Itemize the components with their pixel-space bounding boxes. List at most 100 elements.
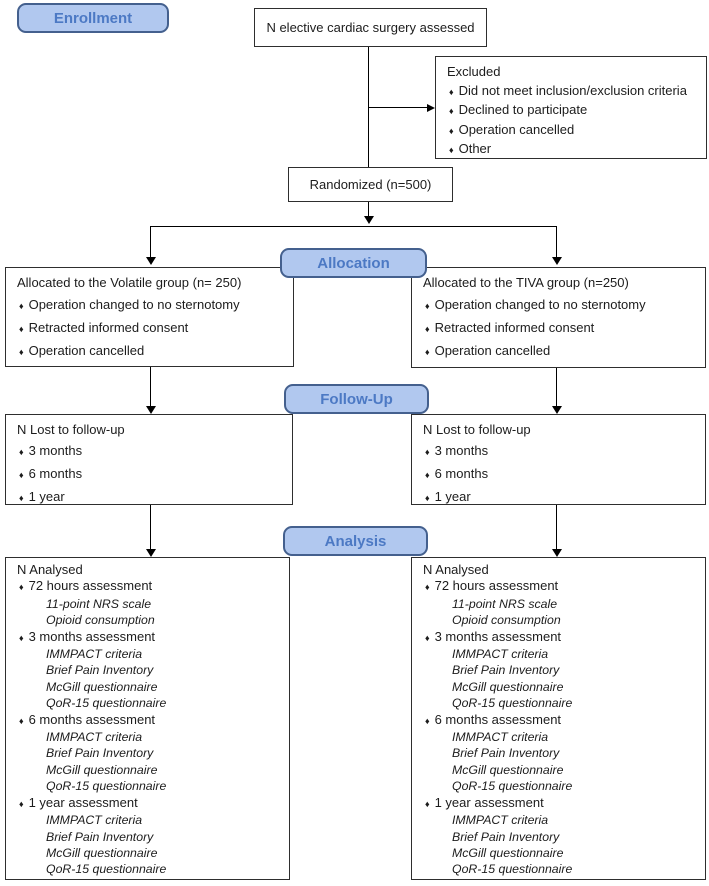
connector-tiva-to-followup — [556, 368, 558, 406]
excluded-box-lines: Excluded ♦Did not meet inclusion/exclusio… — [436, 57, 706, 160]
arrowhead-split-icon — [363, 216, 374, 224]
box-heading: N Analysed — [17, 562, 83, 577]
bullet-diamond-icon: ♦ — [425, 301, 430, 311]
bullet-text: 3 months assessment — [28, 628, 156, 644]
bullet-text: 72 hours assessment — [434, 578, 559, 594]
connector-split-to-volatile — [150, 226, 152, 257]
bullet-line: ♦Did not meet inclusion/exclusion criter… — [447, 82, 700, 102]
allocation-stage-label: Allocation — [280, 248, 427, 278]
arrowhead-followup-left-icon — [145, 406, 156, 414]
bullet-text: 6 months — [28, 466, 83, 481]
bullet-diamond-icon: ♦ — [19, 582, 24, 593]
analysis-tiva-box: N Analysed ♦ 72 hours assessment 11-point N… — [411, 557, 706, 880]
bullet-diamond-icon: ♦ — [449, 106, 454, 117]
sub-item-line: QoR-15 questionnaire — [46, 862, 167, 877]
randomized-box-text: Randomized (n=500) — [309, 177, 432, 192]
analysis-tiva-lines: N Analysed ♦ 72 hours assessment 11-point N… — [412, 558, 705, 878]
bullet-text: 6 months assessment — [434, 711, 562, 727]
bullet-line: ♦ 6 months assessment — [423, 712, 699, 729]
allocation-tiva-lines: Allocated to the TIVA group (n=250)♦Oper… — [412, 268, 705, 363]
followup-tiva-lines: N Lost to follow-up♦3 months♦6 months♦1 … — [412, 415, 705, 509]
bullet-diamond-icon: ♦ — [425, 347, 430, 357]
sub-item-line: IMMPACT criteria — [452, 730, 549, 745]
bullet-diamond-icon: ♦ — [449, 125, 454, 136]
box-heading: N Analysed — [423, 562, 489, 577]
excluded-box: Excluded ♦Did not meet inclusion/exclusio… — [435, 56, 707, 159]
bullet-diamond-icon: ♦ — [19, 347, 24, 357]
connector-volatile-to-followup — [150, 367, 152, 406]
sub-item-line: Brief Pain Inventory — [46, 663, 154, 678]
arrowhead-followup-right-icon — [551, 406, 562, 414]
split-line — [150, 226, 557, 228]
randomized-box: Randomized (n=500) — [288, 167, 453, 202]
sub-item-line: IMMPACT criteria — [46, 647, 143, 662]
bullet-line: ♦6 months — [17, 463, 286, 486]
bullet-diamond-icon: ♦ — [425, 582, 430, 593]
bullet-text: 6 months assessment — [28, 711, 156, 727]
bullet-text: 1 year assessment — [434, 794, 544, 810]
connector-to-excluded — [368, 107, 428, 109]
sub-item-line: Brief Pain Inventory — [46, 746, 154, 761]
connector-randomized-to-split — [368, 202, 370, 217]
bullet-line: ♦ Operation cancelled — [447, 121, 700, 141]
bullet-text: Operation changed to no sternotomy — [28, 297, 240, 312]
sub-item-line: Brief Pain Inventory — [452, 663, 560, 678]
bullet-diamond-icon: ♦ — [19, 324, 24, 334]
arrowhead-tiva-icon — [551, 257, 562, 265]
box-heading: Excluded — [447, 64, 501, 79]
sub-item-line: QoR-15 questionnaire — [452, 862, 573, 877]
allocation-volatile-lines: Allocated to the Volatile group (n= 250)… — [6, 268, 293, 363]
bullet-text: 1 year — [28, 489, 65, 504]
bullet-line: ♦Declined to participate — [447, 101, 700, 121]
sub-item-line: Opioid consumption — [452, 613, 561, 628]
sub-item-line: 11-point NRS scale — [452, 596, 558, 611]
bullet-diamond-icon: ♦ — [19, 301, 24, 311]
box-heading: Allocated to the Volatile group (n= 250) — [17, 275, 242, 290]
bullet-line: ♦ 3 months assessment — [17, 629, 283, 646]
bullet-text: Retracted informed consent — [434, 320, 595, 335]
connector-followup-to-analysis-left — [150, 505, 152, 549]
sub-item-line: QoR-15 questionnaire — [46, 696, 167, 711]
bullet-diamond-icon: ♦ — [425, 632, 430, 643]
bullet-diamond-icon: ♦ — [425, 447, 430, 457]
bullet-diamond-icon: ♦ — [19, 632, 24, 643]
sub-item-line: Brief Pain Inventory — [452, 746, 560, 761]
bullet-line: ♦3 months — [423, 440, 699, 463]
sub-item-line: IMMPACT criteria — [46, 813, 143, 828]
bullet-line: ♦1 year assessment — [17, 795, 283, 812]
analysis-stage-label: Analysis — [283, 526, 428, 556]
bullet-text: Operation cancelled — [458, 121, 575, 137]
bullet-line: ♦ Operation changed to no sternotomy — [17, 294, 287, 317]
bullet-diamond-icon: ♦ — [19, 798, 24, 809]
allocation-volatile-box: Allocated to the Volatile group (n= 250)… — [5, 267, 294, 367]
bullet-line: ♦ 3 months assessment — [423, 629, 699, 646]
followup-volatile-box: N Lost to follow-up♦3 months♦6 months♦1 … — [5, 414, 293, 505]
bullet-line: ♦6 months — [423, 463, 699, 486]
sub-item-line: IMMPACT criteria — [452, 813, 549, 828]
bullet-line: ♦ 1 year assessment — [423, 795, 699, 812]
sub-item-line: Opioid consumption — [46, 613, 155, 628]
arrowhead-excluded-icon — [427, 103, 435, 112]
sub-item-line: 11-point NRS scale — [46, 596, 152, 611]
connector-followup-to-analysis-right — [556, 505, 558, 549]
bullet-line: ♦Retracted informed consent — [423, 317, 699, 340]
bullet-line: ♦6 months assessment — [17, 712, 283, 729]
bullet-text: 3 months assessment — [434, 628, 562, 644]
bullet-line: ♦1 year — [17, 486, 286, 509]
bullet-line: ♦1 year — [423, 486, 699, 509]
sub-item-line: Brief Pain Inventory — [46, 829, 154, 844]
connector-split-to-tiva — [556, 226, 558, 257]
assessed-box-text: N elective cardiac surgery assessed — [266, 20, 475, 35]
bullet-diamond-icon: ♦ — [425, 798, 430, 809]
bullet-line: ♦Operation cancelled — [17, 340, 287, 363]
bullet-diamond-icon: ♦ — [425, 715, 430, 726]
bullet-line: ♦72 hours assessment — [17, 578, 283, 595]
bullet-diamond-icon: ♦ — [449, 145, 454, 156]
sub-item-line: QoR-15 questionnaire — [46, 779, 167, 794]
bullet-text: 3 months — [28, 443, 83, 458]
bullet-text: Operation changed to no sternotomy — [434, 297, 646, 312]
sub-item-line: QoR-15 questionnaire — [452, 696, 573, 711]
assessed-box: N elective cardiac surgery assessed — [254, 8, 487, 47]
